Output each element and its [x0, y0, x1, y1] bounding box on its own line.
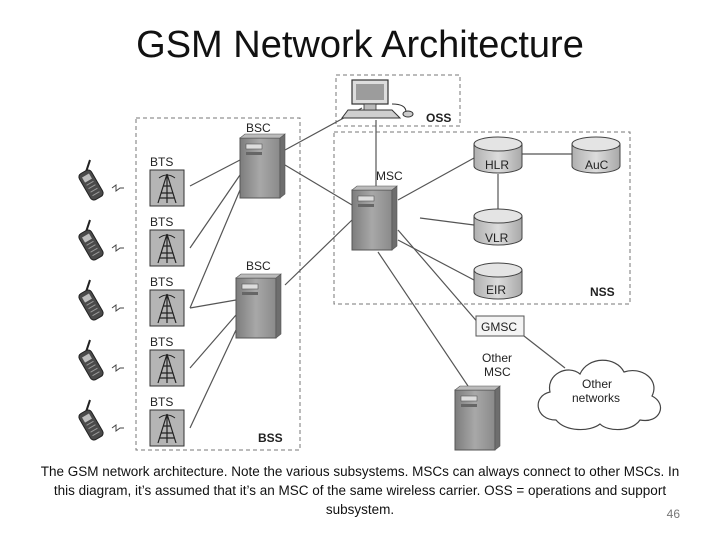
- bsc-bottom-label: BSC: [246, 259, 271, 273]
- gmsc-label: GMSC: [481, 320, 517, 334]
- bsc-top-label: BSC: [246, 121, 271, 135]
- other-msc-label-line1: Other: [482, 351, 512, 365]
- bts-label: BTS: [150, 395, 173, 409]
- server-icon: [239, 133, 286, 199]
- nss-boundary: [333, 131, 631, 305]
- other-networks-label-line1: Other: [582, 377, 612, 391]
- bts-label: BTS: [150, 155, 173, 169]
- mobile-phone-icon: [76, 219, 106, 263]
- bts-station: BTS: [76, 215, 185, 267]
- server-icon: [235, 273, 282, 339]
- hlr-label: HLR: [485, 158, 509, 172]
- other-msc-label-line2: MSC: [484, 365, 511, 379]
- oss-label: OSS: [426, 111, 451, 125]
- bss-boundary: [135, 117, 301, 451]
- database-icon: [473, 262, 523, 300]
- eir-label: EIR: [486, 283, 506, 297]
- gsm-architecture-diagram: OSS BSC BSC MSC Other MSC HLR AuC VLR EI…: [76, 74, 662, 451]
- bts-label: BTS: [150, 275, 173, 289]
- bts-station: BTS: [76, 155, 185, 207]
- computer-terminal-icon: [341, 79, 414, 119]
- bts-station: BTS: [76, 335, 185, 387]
- server-icon: [454, 385, 501, 451]
- oss-boundary: [335, 74, 461, 127]
- tower-antenna-icon: [149, 229, 185, 267]
- tower-antenna-icon: [149, 289, 185, 327]
- bts-label: BTS: [150, 215, 173, 229]
- nss-label: NSS: [590, 285, 615, 299]
- gmsc-box: [475, 315, 525, 337]
- vlr-label: VLR: [485, 231, 509, 245]
- other-networks-label-line2: networks: [572, 391, 620, 405]
- auc-label: AuC: [585, 158, 609, 172]
- cloud-icon: [537, 359, 662, 431]
- mobile-phone-icon: [76, 399, 106, 443]
- bts-station: BTS: [76, 395, 185, 447]
- database-icon: [473, 136, 523, 174]
- database-icon: [473, 208, 523, 246]
- database-icon: [571, 136, 621, 174]
- msc-label: MSC: [376, 169, 403, 183]
- server-icon: [351, 185, 398, 251]
- bts-station: BTS: [76, 275, 185, 327]
- page-title: GSM Network Architecture: [136, 24, 584, 66]
- slide-number: 46: [666, 507, 680, 521]
- bss-label: BSS: [258, 431, 283, 445]
- mobile-phone-icon: [76, 159, 106, 203]
- mobile-phone-icon: [76, 339, 106, 383]
- mobile-phone-icon: [76, 279, 106, 323]
- tower-antenna-icon: [149, 349, 185, 387]
- tower-antenna-icon: [149, 409, 185, 447]
- figure-caption: The GSM network architecture. Note the v…: [40, 464, 680, 517]
- bts-label: BTS: [150, 335, 173, 349]
- tower-antenna-icon: [149, 169, 185, 207]
